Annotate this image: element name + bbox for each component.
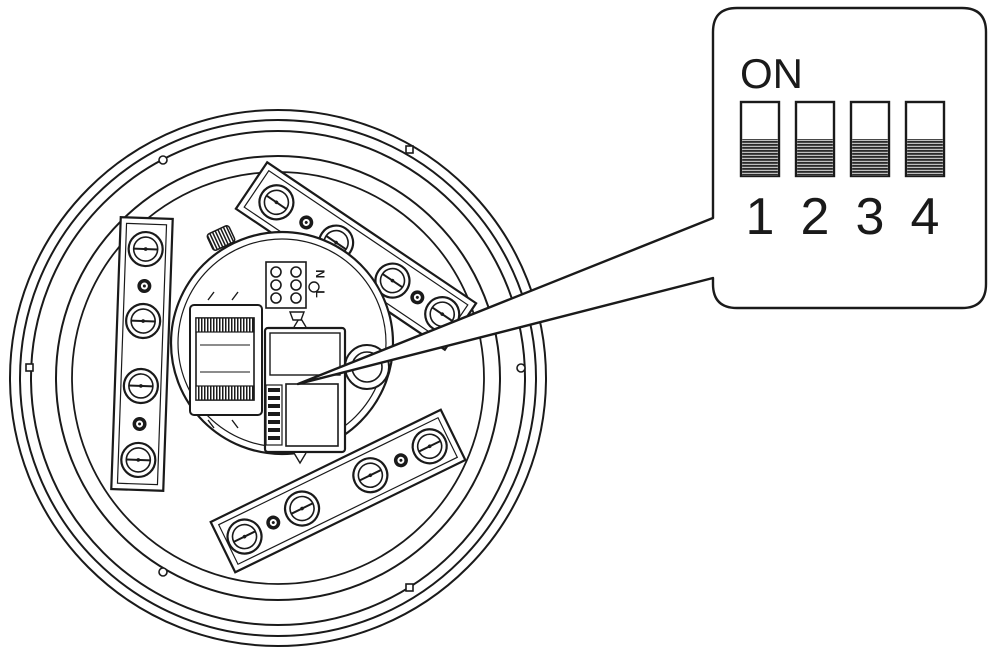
transformer xyxy=(189,291,263,429)
terminal-mark-n: N xyxy=(313,270,327,279)
dip-switch-lever xyxy=(797,139,833,176)
dip-switch-lever xyxy=(907,139,943,176)
mains-terminal: N L xyxy=(265,261,327,321)
dip-switch-number: 4 xyxy=(911,188,940,246)
dip-switch-4[interactable]: 4 xyxy=(904,100,946,246)
terminal-strip-lower xyxy=(209,408,467,574)
control-module: N L xyxy=(169,230,395,465)
dip-switch-lever xyxy=(852,139,888,176)
dip-switch-number: 2 xyxy=(801,188,830,246)
dip-switch-1[interactable]: 1 xyxy=(739,100,781,246)
relay-board xyxy=(263,315,347,465)
dip-switch-number: 1 xyxy=(746,188,775,246)
dip-switch-3[interactable]: 3 xyxy=(849,100,891,246)
on-label: ON xyxy=(740,50,803,97)
dip-switch-lever xyxy=(742,139,778,176)
terminal-strip-left xyxy=(110,216,174,492)
dip-switch-2[interactable]: 2 xyxy=(794,100,836,246)
mounting-holes xyxy=(25,145,526,592)
dip-switch-number: 3 xyxy=(856,188,885,246)
terminal-mark-l: L xyxy=(313,290,327,297)
cable-nut xyxy=(206,225,236,251)
